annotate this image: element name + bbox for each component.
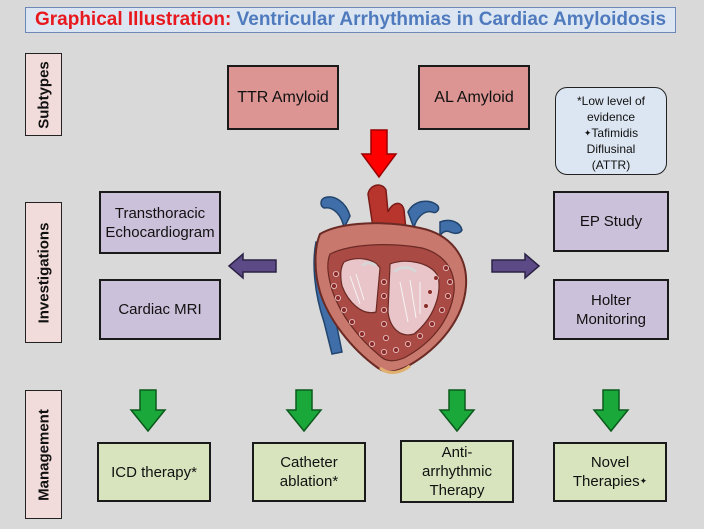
- ep-study-box: EP Study: [553, 191, 669, 252]
- al-amyloid-box: AL Amyloid: [418, 65, 530, 130]
- green-down-arrow-icon-3: [438, 389, 476, 433]
- purple-right-arrow-icon: [491, 252, 541, 280]
- catheter-ablation-label: Catheter ablation*: [280, 453, 338, 491]
- ttr-amyloid-box: TTR Amyloid: [227, 65, 339, 130]
- holter-line-2: Monitoring: [575, 310, 647, 328]
- note-line-5: (ATTR): [591, 158, 631, 172]
- note-tafimidis: Tafimidis: [591, 126, 639, 140]
- note-star-icon: ✦: [583, 128, 592, 138]
- purple-left-arrow-icon: [227, 252, 277, 280]
- icd-therapy-box: ICD therapy*: [97, 442, 211, 502]
- section-label-management-text: Management: [35, 408, 52, 501]
- novel-line-1: Novel: [590, 454, 630, 471]
- ttr-amyloid-label: TTR Amyloid: [237, 89, 329, 106]
- heart-anatomy-icon: [313, 184, 468, 374]
- section-label-subtypes-text: Subtypes: [35, 60, 52, 129]
- note-line-4: Diflusinal: [586, 142, 636, 156]
- title-prefix: Graphical Illustration:: [34, 9, 232, 30]
- title-banner: Graphical Illustration: Ventricular Arrh…: [25, 7, 676, 33]
- holter-line-1: Holter: [590, 291, 631, 309]
- note-line-2: evidence: [586, 110, 636, 124]
- ablation-line-2: ablation*: [279, 473, 339, 490]
- catheter-ablation-box: Catheter ablation*: [252, 442, 366, 502]
- echo-line-2: Echocardiogram: [105, 223, 215, 241]
- anti-line-2: arrhythmic: [421, 463, 492, 480]
- ep-study-label: EP Study: [579, 213, 643, 230]
- anti-line-3: Therapy: [429, 482, 485, 499]
- evidence-note: *Low level of evidence ✦Tafimidis Diflus…: [555, 87, 667, 175]
- section-label-investigations-text: Investigations: [35, 222, 52, 323]
- section-label-investigations: Investigations: [25, 202, 62, 343]
- section-label-management: Management: [25, 390, 62, 519]
- red-down-arrow-icon: [360, 129, 398, 179]
- green-down-arrow-icon-2: [285, 389, 323, 433]
- novel-line-2: Therapies: [572, 473, 640, 490]
- cardiac-mri-box: Cardiac MRI: [99, 279, 221, 340]
- note-line-3: ✦Tafimidis: [556, 125, 666, 141]
- novel-star-icon: ✦: [639, 476, 648, 486]
- green-down-arrow-icon-4: [592, 389, 630, 433]
- echo-line-1: Transthoracic: [114, 204, 206, 222]
- section-label-subtypes: Subtypes: [25, 53, 62, 136]
- green-down-arrow-icon-1: [129, 389, 167, 433]
- al-amyloid-label: AL Amyloid: [434, 89, 514, 106]
- ablation-line-1: Catheter: [280, 454, 338, 471]
- title-main: Ventricular Arrhythmias in Cardiac Amylo…: [236, 9, 667, 30]
- anti-line-1: Anti-: [441, 444, 473, 461]
- icd-therapy-label: ICD therapy*: [111, 463, 197, 481]
- cardiac-mri-label: Cardiac MRI: [118, 301, 202, 318]
- note-line-1: *Low level of: [576, 94, 646, 108]
